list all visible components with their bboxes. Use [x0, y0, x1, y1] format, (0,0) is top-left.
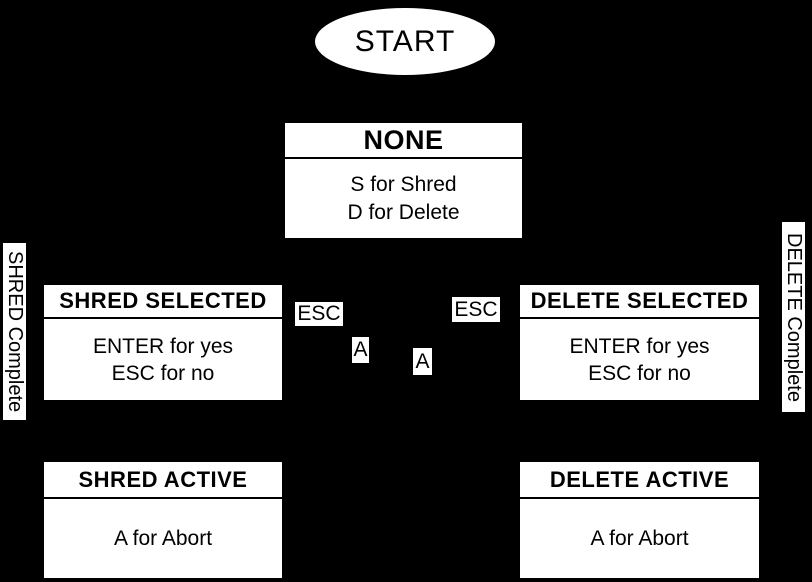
state-node-shred-active: SHRED ACTIVE A for Abort	[44, 462, 282, 578]
node-title: SHRED SELECTED	[44, 285, 282, 319]
state-node-delete-active: DELETE ACTIVE A for Abort	[520, 462, 759, 578]
edge-label-delete-complete: DELETE Complete	[782, 222, 805, 412]
state-node-shred-selected: SHRED SELECTED ENTER for yes ESC for no	[44, 285, 282, 400]
node-body: ENTER for yes ESC for no	[44, 319, 282, 400]
node-body: A for Abort	[44, 499, 282, 578]
node-body: A for Abort	[520, 499, 759, 578]
node-title: NONE	[285, 123, 522, 159]
edge-label-esc-left: ESC	[295, 302, 343, 326]
node-body: ENTER for yes ESC for no	[520, 319, 759, 400]
start-node: START	[315, 8, 495, 75]
node-body: S for Shred D for Delete	[285, 159, 522, 238]
node-line: ENTER for yes	[569, 334, 710, 358]
node-line: ESC for no	[111, 361, 215, 385]
node-line: A for Abort	[590, 527, 689, 550]
edge-label-shred-complete: SHRED Complete	[3, 243, 26, 420]
node-title: DELETE ACTIVE	[520, 462, 759, 499]
node-title: DELETE SELECTED	[520, 285, 759, 319]
node-line: D for Delete	[347, 200, 460, 224]
node-title: SHRED ACTIVE	[44, 462, 282, 499]
edge-label-abort-right: A	[413, 348, 432, 375]
node-line: ESC for no	[588, 361, 691, 385]
node-line: A for Abort	[113, 527, 213, 550]
state-node-delete-selected: DELETE SELECTED ENTER for yes ESC for no	[520, 285, 759, 400]
state-node-none: NONE S for Shred D for Delete	[285, 123, 522, 238]
node-line: S for Shred	[350, 172, 457, 196]
edge-label-abort-left: A	[352, 337, 369, 363]
edge-label-esc-right: ESC	[452, 297, 500, 322]
node-line: ENTER for yes	[92, 334, 234, 358]
